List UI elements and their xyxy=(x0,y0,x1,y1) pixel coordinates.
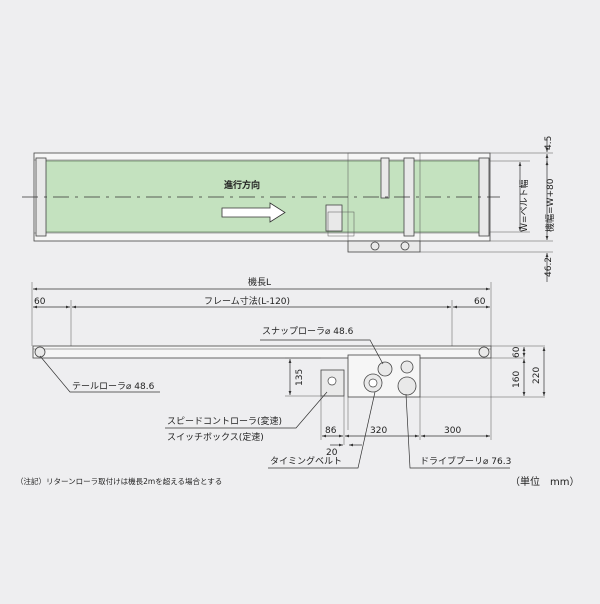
controller-top xyxy=(325,204,343,232)
dim-machine-width: 機幅=W+80 xyxy=(544,178,556,232)
dim-right-60: 60 xyxy=(474,297,486,307)
dim-left-60: 60 xyxy=(34,297,46,307)
dim-135: 135 xyxy=(295,369,305,386)
direction-label: 進行方向 xyxy=(224,179,260,191)
tail-roller-label: テールローラ⌀ 48.6 xyxy=(72,381,155,392)
dim-20: 20 xyxy=(326,448,338,458)
side-view: 機長L 60 フレーム寸法(L-120) 60 135 xyxy=(31,276,546,469)
dim-belt-width: W=ベルト幅 xyxy=(518,180,530,232)
speed-controller-label-1: スピードコントローラ(変速) xyxy=(167,415,282,427)
head-roller-side xyxy=(478,346,490,358)
dim-220: 220 xyxy=(532,367,542,384)
dim-160: 160 xyxy=(512,371,522,388)
snap-roller-side xyxy=(377,361,393,377)
belt-area xyxy=(40,160,486,233)
dim-320: 320 xyxy=(370,426,387,436)
speed-controller-label-2: スイッチボックス(定速) xyxy=(167,431,264,443)
snap-roller-label: スナップローラ⌀ 48.6 xyxy=(262,326,354,337)
dim-86: 86 xyxy=(325,426,337,436)
unit-label: （単位 mm） xyxy=(510,475,579,488)
timing-belt-label: タイミングベルト xyxy=(270,455,342,467)
motor-top xyxy=(347,240,421,253)
note-text: （注記）リターンローラ取付けは機長2mを超える場合とする xyxy=(16,476,222,486)
top-view: 進行方向 4.5 W=ベルト幅 機幅=W+80 46.2 xyxy=(22,136,556,282)
frame-dim-label: フレーム寸法(L-120) xyxy=(204,295,290,307)
machine-length-label: 機長L xyxy=(248,276,271,288)
side-frame xyxy=(32,345,492,359)
dim-46-2: 46.2 xyxy=(544,257,554,277)
dim-60-vertical: 60 xyxy=(512,346,522,358)
dim-300: 300 xyxy=(444,426,461,436)
dim-4-5: 4.5 xyxy=(544,136,554,150)
tail-roller-side xyxy=(34,346,46,358)
drive-pulley-label: ドライブプーリ⌀ 76.3 xyxy=(420,455,511,467)
drive-pulley-side xyxy=(397,376,417,396)
snap-roller-top xyxy=(380,157,390,199)
direction-arrow-icon xyxy=(221,202,286,223)
